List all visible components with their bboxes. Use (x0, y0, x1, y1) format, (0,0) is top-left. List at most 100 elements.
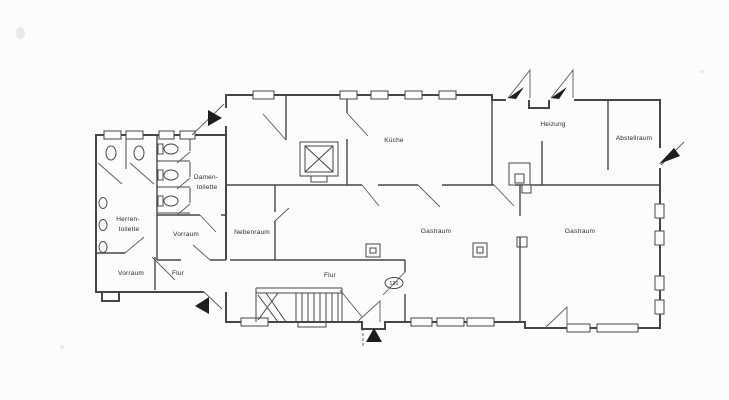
door-swing-icon (339, 289, 363, 318)
door-swing-icon (124, 236, 145, 254)
badge-ellipse (384, 277, 404, 289)
pillar-icon (476, 246, 484, 254)
door-swing-icon (550, 68, 574, 99)
door-swings (124, 68, 685, 329)
elevator-cross (304, 145, 334, 173)
urinal-icon (98, 241, 108, 253)
window-marker (654, 299, 665, 315)
entrance-arrow-icon (366, 328, 382, 342)
window-marker (410, 317, 433, 327)
window-marker (179, 130, 196, 140)
elevator-shaft-icon (299, 141, 339, 183)
upper-room-walls (285, 95, 609, 185)
scan-speck (16, 27, 25, 39)
door-swing-icon (346, 112, 369, 137)
window-marker (566, 323, 591, 333)
stall-partitions (125, 135, 191, 214)
window-marker (103, 130, 122, 140)
entrance-arrow-icon (508, 87, 524, 99)
door-swing-icon (544, 305, 568, 329)
window-marker (654, 230, 665, 246)
entrance-arrow-icon (195, 297, 209, 314)
window-marker (158, 130, 175, 140)
window-marker (125, 130, 144, 140)
door-swing-icon (274, 207, 290, 222)
pillar-icon (365, 243, 381, 258)
elevator-inner (304, 145, 334, 173)
wall-notch (521, 184, 532, 194)
lower-room-walls (230, 185, 521, 322)
door-swing-icon (493, 184, 515, 207)
window-marker (404, 90, 423, 100)
window-markers (103, 90, 665, 333)
window-marker (654, 203, 665, 219)
window-marker (596, 323, 639, 333)
sanitary-fixtures (97, 143, 191, 253)
room-label-damentoilette-2: toilette (197, 184, 218, 191)
window-marker (252, 90, 275, 100)
door-swing-icon (199, 214, 217, 233)
door-swing-icon (151, 256, 176, 281)
room-label-heizung: Heizung (540, 121, 565, 128)
room-label-kueche: Küche (384, 137, 404, 144)
door-swing-icon (361, 184, 380, 207)
chimney-icon (508, 162, 531, 186)
toilet-icon (133, 145, 145, 161)
door-swing-icon (382, 271, 406, 296)
door-swing-icon (507, 68, 531, 99)
window-marker (370, 90, 389, 100)
window-marker (438, 90, 457, 100)
room-label-vorraum-lower: Vorraum (118, 270, 144, 277)
window-marker (240, 317, 269, 327)
pillar-icon (516, 236, 528, 248)
room-label-herrentoilette-2: toilette (119, 226, 140, 233)
window-marker (654, 275, 665, 291)
main-building-outline (225, 94, 661, 330)
toilet-icon (163, 169, 179, 181)
entrance-arrow-icon (659, 148, 680, 164)
toilet-icon (163, 143, 179, 155)
door-swing-icon (356, 299, 381, 323)
chimney-icon (514, 173, 525, 184)
room-label-flur-main: Flur (324, 272, 337, 279)
stair-treads (295, 293, 339, 322)
door-swing-icon (203, 291, 223, 310)
room-label-abstellraum: Abstellraum (616, 135, 653, 142)
door-number-badge: 130 (384, 277, 404, 289)
urinal-icon (98, 197, 108, 209)
room-label-flur-lower: Flur (172, 270, 185, 277)
room-label-nebenraum: Nebenraum (234, 229, 270, 236)
toilet-area-walls (96, 135, 226, 290)
door-swing-icon (417, 184, 441, 208)
stall-door-icon (176, 203, 191, 216)
door-swing-icon (192, 244, 211, 261)
stair-hatch (257, 292, 287, 323)
room-label-gastraum-middle: Gastraum (421, 228, 451, 235)
stair-base (297, 321, 327, 328)
room-label-vorraum-upper: Vorraum (173, 231, 199, 238)
pillars (365, 162, 531, 258)
entrance-arrow-icon (208, 110, 222, 126)
urinal-icon (98, 219, 108, 231)
stall-door-icon (176, 177, 191, 190)
badge-label: 130 (390, 281, 399, 287)
entrance-arrow-icon (551, 87, 567, 99)
pillar-icon (369, 247, 377, 254)
toilet-icon (157, 143, 164, 155)
window-marker (466, 317, 495, 327)
outer-walls (95, 94, 661, 330)
room-label-herrentoilette-1: Herren- (116, 216, 139, 223)
toilet-icon (157, 195, 164, 207)
toilet-icon (105, 145, 117, 161)
room-labels: Küche Heizung Abstellraum Damen- toilett… (116, 121, 652, 279)
stair-outline (255, 287, 343, 322)
staircase-icon (255, 287, 343, 328)
scan-speck (60, 345, 64, 349)
toilet-icon (163, 195, 179, 207)
interior-walls (96, 95, 660, 322)
toilet-icon (157, 169, 164, 181)
entrance-arrows (195, 87, 680, 346)
window-marker (436, 317, 465, 327)
